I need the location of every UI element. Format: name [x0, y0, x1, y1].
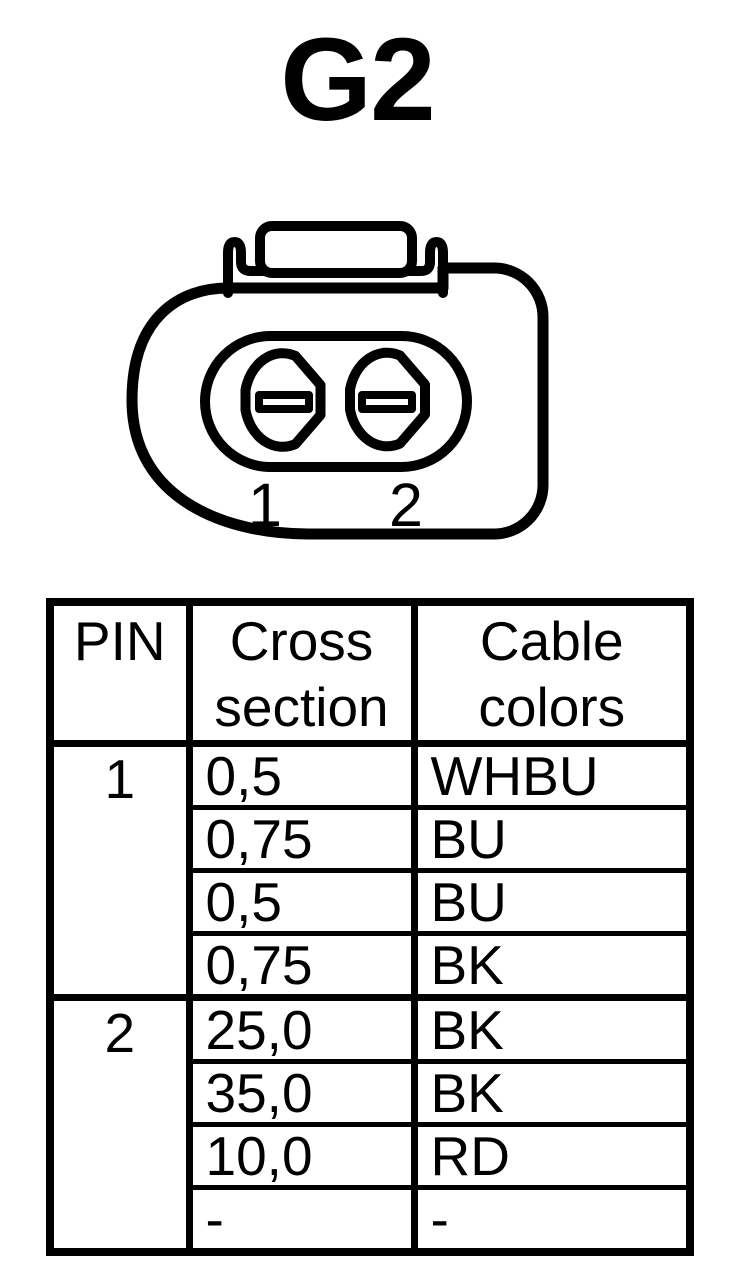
- cable-color-value: RD: [410, 1122, 694, 1190]
- cross-section-value: -: [185, 1185, 418, 1255]
- pin-2-cell: 2: [46, 994, 193, 1255]
- pin-2-slot: [358, 391, 416, 413]
- cable-color-value: WHBU: [410, 741, 694, 810]
- cross-section-value: 0,5: [185, 868, 418, 936]
- pin-1-label: 1: [248, 471, 282, 539]
- pin-2-label: 2: [389, 471, 423, 539]
- cable-color-value: BK: [410, 931, 694, 1000]
- cable-color-value: BU: [410, 805, 694, 873]
- table-row: 1 0,5 WHBU: [46, 741, 694, 1000]
- connector-tab: [255, 221, 417, 278]
- table-row: 0,75 BU: [50, 805, 694, 873]
- cross-section-value: 25,0: [185, 994, 418, 1064]
- table-row: - -: [50, 1185, 694, 1255]
- page-title: G2: [280, 14, 435, 146]
- cross-section-value: 10,0: [185, 1122, 418, 1190]
- table-row: 2 25,0 BK: [46, 994, 694, 1255]
- col-header-pin: PIN: [46, 598, 193, 747]
- cable-color-value: -: [410, 1185, 694, 1255]
- table-row: 0,5 BU: [50, 868, 694, 936]
- connector-diagram: 1 2: [126, 221, 549, 540]
- table-row: 10,0 RD: [50, 1122, 694, 1190]
- cross-section-value: 35,0: [185, 1059, 418, 1127]
- pinout-table: PIN Cross section Cable colors 1 0,5 WHB…: [46, 598, 694, 1256]
- cable-color-value: BK: [410, 994, 694, 1064]
- cable-color-value: BK: [410, 1059, 694, 1127]
- cross-section-value: 0,75: [185, 805, 418, 873]
- col-header-cross-section: Cross section: [185, 598, 418, 747]
- table-row: 0,75 BK: [50, 931, 694, 1000]
- col-header-cable-colors: Cable colors: [410, 598, 694, 747]
- cross-section-value: 0,75: [185, 931, 418, 1000]
- table-row: 35,0 BK: [50, 1059, 694, 1127]
- cable-color-value: BU: [410, 868, 694, 936]
- table-header-row: PIN Cross section Cable colors: [46, 598, 694, 747]
- pin-1-slot: [255, 391, 313, 413]
- cross-section-value: 0,5: [185, 741, 418, 810]
- pin-1-cell: 1: [46, 741, 193, 1000]
